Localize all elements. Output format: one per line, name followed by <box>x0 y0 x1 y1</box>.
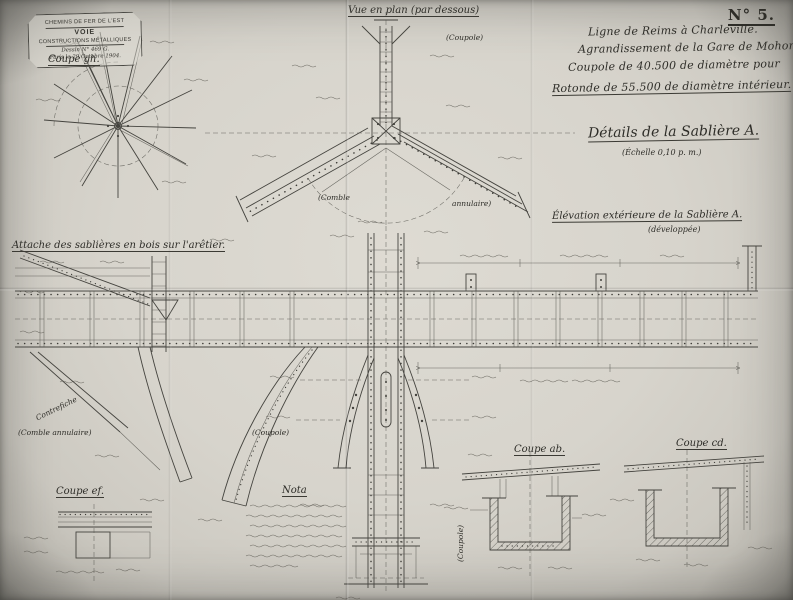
coupe-cd-label: Coupe cd. <box>676 438 727 450</box>
comble-annulaire-label: (Comble annulaire) <box>18 428 92 437</box>
coupe-ab-label: Coupe ab. <box>514 444 566 456</box>
coupe-ef-label: Coupe ef. <box>56 486 105 498</box>
nota-title: Nota <box>282 485 307 497</box>
fold-crease-vertical-left <box>168 0 172 600</box>
coupole-plan-label: (Coupole) <box>446 33 484 42</box>
elevation-subtitle: (développée) <box>648 225 701 234</box>
comble-label-open: (Comble <box>318 193 350 202</box>
plan-view-label: Vue en plan (par dessous) <box>348 5 480 17</box>
nota-handwriting-lines <box>245 504 347 568</box>
elevation-band-drawing <box>15 245 762 383</box>
coupe-ef-drawing <box>23 504 152 584</box>
coupe-cd-drawing <box>609 450 773 570</box>
scale-note: (Échelle 0,10 p. m.) <box>622 148 702 157</box>
attache-title: Attache des sablières en bois sur l'arêt… <box>12 240 226 252</box>
comble-label-close: annulaire) <box>452 199 492 208</box>
plan-view-drawing <box>205 12 575 242</box>
fold-crease-vertical-center <box>345 0 349 600</box>
coupe-ab-drawing <box>443 452 607 576</box>
details-title: Détails de la Sablière A. <box>587 122 760 143</box>
fold-crease-vertical-right <box>530 0 534 600</box>
coupole-vertical-label: (Coupole) <box>456 524 465 562</box>
sheet-number: N° 5. <box>727 6 775 26</box>
center-column-drawing <box>265 226 497 600</box>
elevation-title: Élévation extérieure de la Sablière A. <box>551 209 743 223</box>
fold-crease-horizontal <box>0 287 793 291</box>
coupe-gh-label: Coupe gh. <box>48 54 100 66</box>
coupole-mid-label: (Coupole) <box>252 428 290 437</box>
